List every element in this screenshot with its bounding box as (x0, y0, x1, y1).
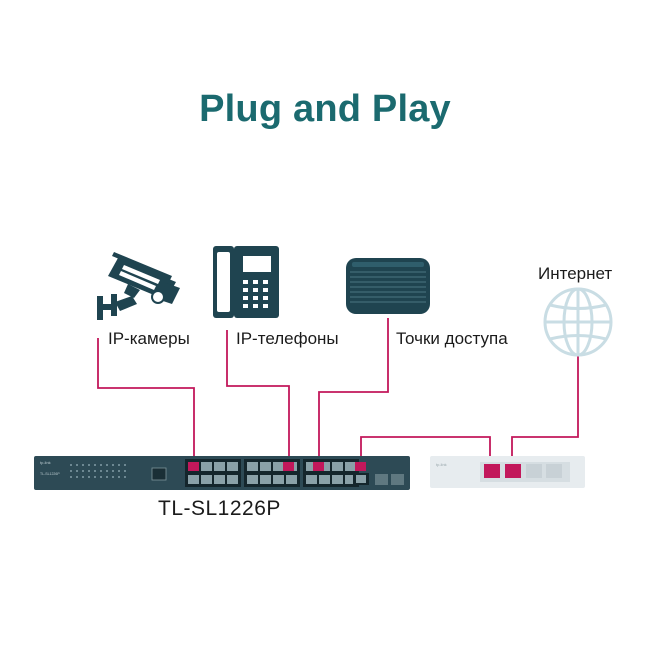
access-points-label: Точки доступа (396, 329, 508, 348)
ip-camera-icon (97, 252, 180, 320)
ip-phones-label: IP-телефоны (236, 329, 339, 348)
globe-icon (543, 287, 613, 357)
connected-ports (188, 462, 366, 471)
ip-cameras-label: IP-камеры (108, 329, 190, 348)
cable-camera (97, 338, 195, 460)
cable-phone (226, 330, 290, 460)
cables (97, 318, 579, 464)
switch-model-label: TL-SL1226P (158, 497, 281, 520)
cable-access-point (318, 318, 389, 460)
switch-brand-mark: tp-link (40, 460, 51, 465)
router-device (430, 456, 585, 488)
internet-label: Интернет (538, 264, 613, 283)
switch-device (34, 456, 410, 490)
switch-model-mark: TL-SL1226P (40, 472, 60, 476)
ip-phone-icon (213, 246, 279, 318)
page-title: Plug and Play (199, 88, 451, 130)
router-brand-mark: tp-link (436, 462, 447, 467)
access-point-icon (346, 258, 430, 314)
cable-uplink (360, 436, 491, 464)
led-grid (70, 464, 126, 478)
cable-internet (511, 344, 579, 464)
